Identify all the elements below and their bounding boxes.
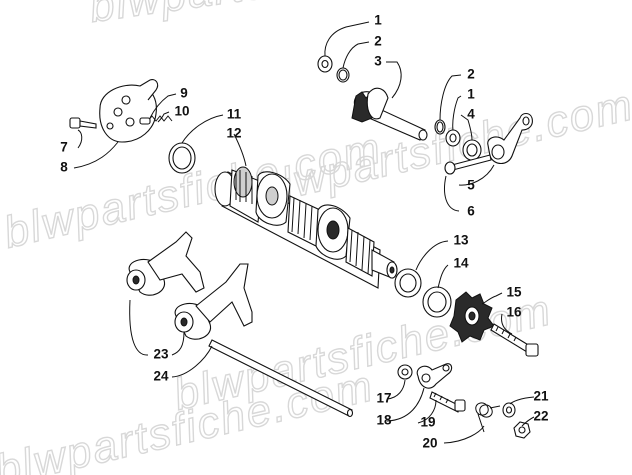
callout-7: 7 (60, 140, 68, 155)
callout-24: 24 (153, 369, 169, 384)
callout-2-right: 2 (467, 67, 475, 82)
callout-1-right: 1 (467, 87, 475, 102)
shift-drum-part-12[interactable] (214, 166, 398, 289)
callout-23: 23 (153, 347, 169, 362)
washer-part-1-top[interactable] (317, 55, 333, 73)
detent-plunger-part-9[interactable] (139, 117, 151, 125)
callout-15: 15 (506, 285, 522, 300)
washer-part-13[interactable] (394, 268, 422, 298)
snap-ring-part-2-right[interactable] (434, 119, 446, 135)
shift-shaft-part-3[interactable] (351, 87, 428, 141)
bolt-part-16[interactable] (490, 323, 539, 357)
callout-6: 6 (467, 204, 475, 219)
leader-lines (73, 21, 535, 444)
torsion-spring-part-20[interactable] (475, 402, 501, 433)
callout-17: 17 (376, 391, 391, 406)
callout-1-top: 1 (374, 13, 382, 28)
callout-5: 5 (467, 178, 475, 193)
washer-part-17[interactable] (397, 364, 413, 380)
stopper-arm-part-18[interactable] (416, 363, 453, 389)
callout-2-top: 2 (374, 34, 382, 49)
watermark-top: blwpartsfiche.com (87, 0, 476, 32)
washer-part-1-right[interactable] (445, 129, 461, 147)
shift-fork-part-23-left[interactable] (126, 231, 205, 296)
bolt-part-6[interactable] (444, 154, 492, 175)
gasket-part-11[interactable] (168, 142, 196, 174)
callout-16: 16 (506, 305, 522, 320)
callout-10: 10 (174, 104, 189, 119)
bolt-part-19[interactable] (429, 391, 466, 413)
callout-21: 21 (533, 389, 549, 404)
washer-part-14[interactable] (422, 286, 452, 318)
detent-housing-part-8[interactable] (99, 79, 159, 143)
shift-fork-part-23-right[interactable] (174, 263, 253, 340)
screw-part-7[interactable] (69, 117, 97, 129)
nut-part-22[interactable] (513, 421, 531, 439)
callout-22: 22 (533, 409, 548, 424)
shift-cam-part-15[interactable] (449, 291, 495, 343)
washer-part-21[interactable] (502, 402, 516, 418)
callout-4: 4 (467, 107, 475, 122)
callout-11: 11 (227, 107, 242, 122)
callout-14: 14 (453, 256, 469, 271)
callout-18: 18 (376, 413, 392, 428)
snap-ring-part-2-top[interactable] (336, 67, 350, 83)
callout-8: 8 (60, 160, 68, 175)
callout-labels: 1 2 3 2 1 4 5 6 7 8 9 10 11 12 13 14 15 … (60, 13, 549, 451)
callout-19: 19 (420, 415, 435, 430)
callout-12: 12 (226, 126, 241, 141)
shift-lever-part-5[interactable] (487, 112, 533, 165)
detent-spring-part-10[interactable] (147, 115, 173, 122)
oil-seal-part-4[interactable] (462, 139, 482, 161)
callout-20: 20 (422, 436, 437, 451)
fork-rail-part-24[interactable] (208, 339, 354, 418)
callout-13: 13 (453, 233, 469, 248)
callout-9: 9 (180, 86, 188, 101)
callout-3: 3 (374, 54, 382, 69)
